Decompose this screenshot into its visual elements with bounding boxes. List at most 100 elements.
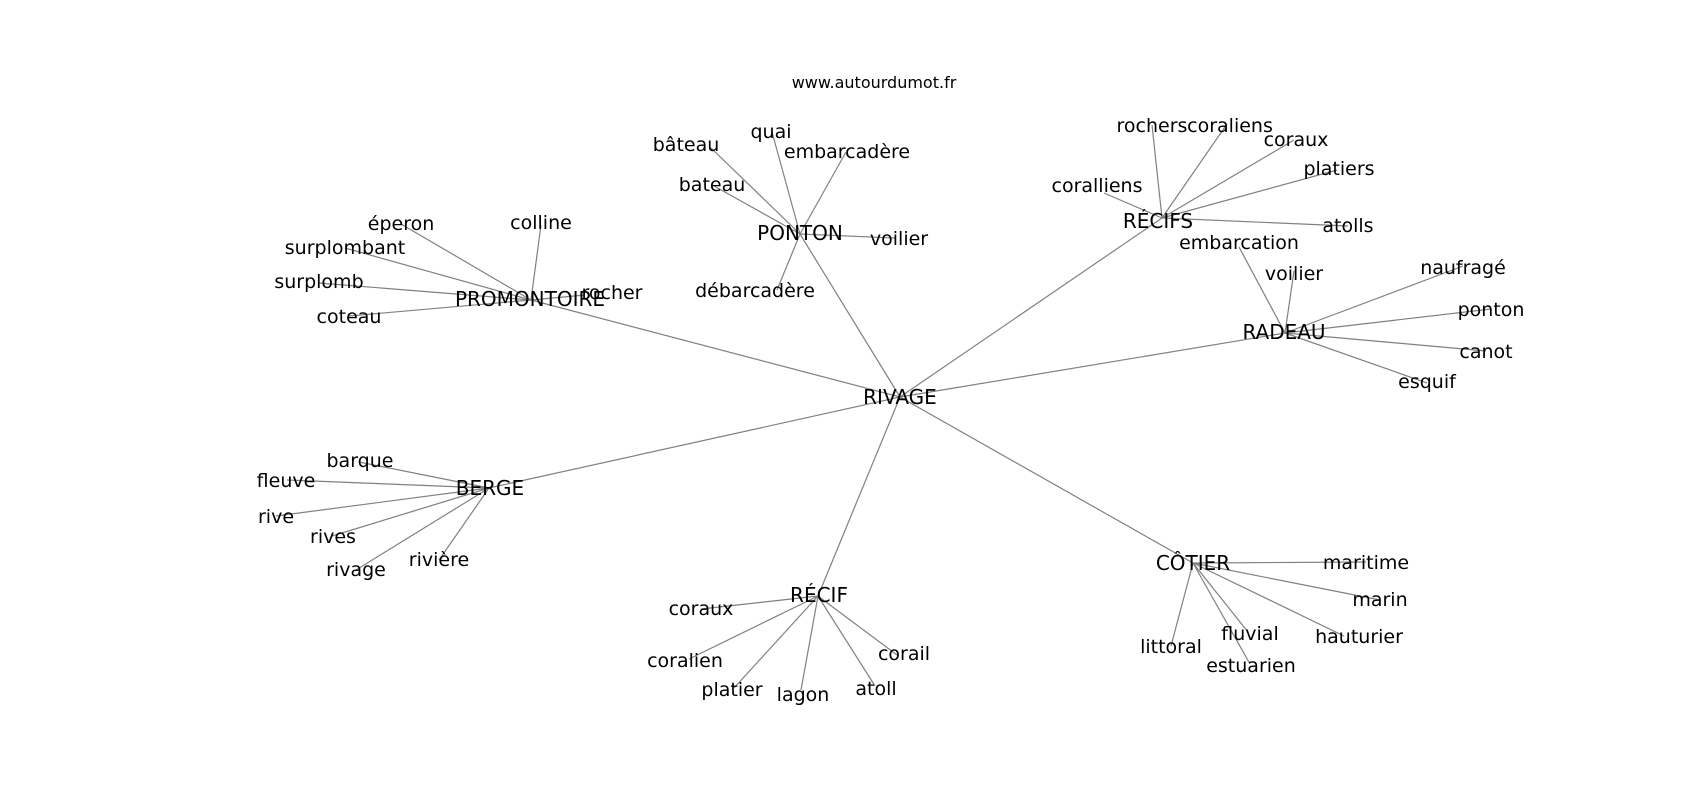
word-node: coraux [1264,129,1329,151]
word-node: canot [1459,341,1512,363]
hub-node: RADEAU [1242,320,1325,344]
edge-hub-to-word [1284,270,1295,334]
edge-hub-to-word [1192,561,1367,564]
edge-hub-to-word [1161,123,1228,219]
edge-root-to-hub [817,396,901,597]
word-node: débarcadère [695,280,815,302]
edge-hub-to-word [817,595,898,656]
edge-hub-to-word [1284,332,1487,352]
edge-hub-to-word [1284,332,1428,384]
word-node: éperon [368,213,435,235]
edge-hub-to-word [530,294,586,301]
word-node: lagon [777,684,830,706]
edge-hub-to-word [1161,217,1349,227]
edge-hub-to-word [800,595,819,691]
hub-node: CÔTIER [1156,551,1230,575]
word-node: rive [258,506,294,528]
word-node: quai [750,121,791,143]
word-node: coraux [669,598,734,620]
word-node: rochers [1117,115,1188,137]
edge-hub-to-word [1103,192,1163,219]
word-node: maritime [1323,552,1409,574]
word-node: bateau [679,174,746,196]
word-node: hauturier [1315,626,1403,648]
edge-hub-to-word [688,595,819,660]
word-node: embarcadère [784,141,910,163]
word-node: littoral [1140,636,1202,658]
word-node: coralien [647,650,723,672]
edge-hub-to-word [438,487,490,561]
edge-root-to-hub [899,396,1194,564]
edge-root-to-hub [899,217,1163,398]
graph-labels: www.autourdumot.fr RIVAGE PONTON bâteau qua… [257,73,1525,706]
edge-hub-to-word [358,461,490,489]
graph-edges [275,123,1492,691]
word-node: bâteau [653,134,720,156]
edge-hub-to-word [286,479,490,489]
edge-hub-to-word [713,185,801,235]
edge-hub-to-word [817,595,876,687]
word-node: rivière [409,549,469,571]
edge-hub-to-word [733,595,819,689]
word-node: estuarien [1206,655,1296,677]
word-node: colline [510,212,572,234]
edge-hub-to-word [348,299,532,317]
hub-node: PONTON [757,221,843,245]
edge-hub-to-word [1192,562,1345,637]
edge-hub-to-word [799,151,847,235]
word-node: naufragé [1420,257,1506,279]
word-node: surplombant [285,237,405,259]
edge-hub-to-word [1192,562,1249,633]
edge-hub-to-word [1151,124,1163,219]
edge-hub-to-word [700,595,819,610]
edge-hub-to-word [799,233,896,239]
word-node: embarcation [1179,232,1299,254]
edge-hub-to-word [1161,139,1295,219]
word-node: platier [701,679,762,701]
root-node: RIVAGE [863,385,937,409]
word-node: fluvial [1221,623,1278,645]
edge-hub-to-word [1192,562,1381,601]
edge-root-to-hub [799,233,901,398]
edge-hub-to-word [275,487,490,517]
edge-hub-to-word [331,487,490,537]
edge-hub-to-word [771,131,801,235]
word-node: esquif [1398,371,1457,393]
word-node: ponton [1458,299,1525,321]
word-node: coteau [317,306,382,328]
word-node: voilier [1265,263,1323,285]
edge-hub-to-word [400,223,532,301]
word-node: platiers [1303,158,1374,180]
edge-hub-to-word [530,224,542,301]
hub-node: RÉCIFS [1123,209,1193,233]
word-node: fleuve [257,470,316,492]
hub-node: BERGE [456,476,524,500]
word-node: atoll [855,678,896,700]
edge-root-to-hub [899,332,1286,398]
source-label: www.autourdumot.fr [792,73,957,92]
word-node: surplomb [274,271,363,293]
word-node: coraliens [1187,115,1273,137]
edge-hub-to-word [1161,169,1338,219]
edge-root-to-hub [530,299,901,398]
edge-root-to-hub [488,396,901,489]
word-node: voilier [870,228,928,250]
hub-node: RÉCIF [790,583,848,607]
edge-hub-to-word [318,282,532,301]
edge-hub-to-word [1284,265,1464,334]
word-node: corail [878,643,930,665]
word-node: atolls [1322,215,1373,237]
edge-hub-to-word [344,247,532,301]
edge-hub-to-word [710,147,801,235]
edge-hub-to-word [776,233,801,291]
hub-node: PROMONTOIRE [455,287,605,311]
word-node: rocher [581,282,642,304]
word-node: rivage [326,559,386,581]
word-node: marin [1352,589,1407,611]
edge-hub-to-word [1284,308,1492,334]
edge-hub-to-word [1170,562,1194,647]
word-node: coralliens [1052,175,1143,197]
word-node: barque [327,450,394,472]
edge-hub-to-word [355,487,490,571]
